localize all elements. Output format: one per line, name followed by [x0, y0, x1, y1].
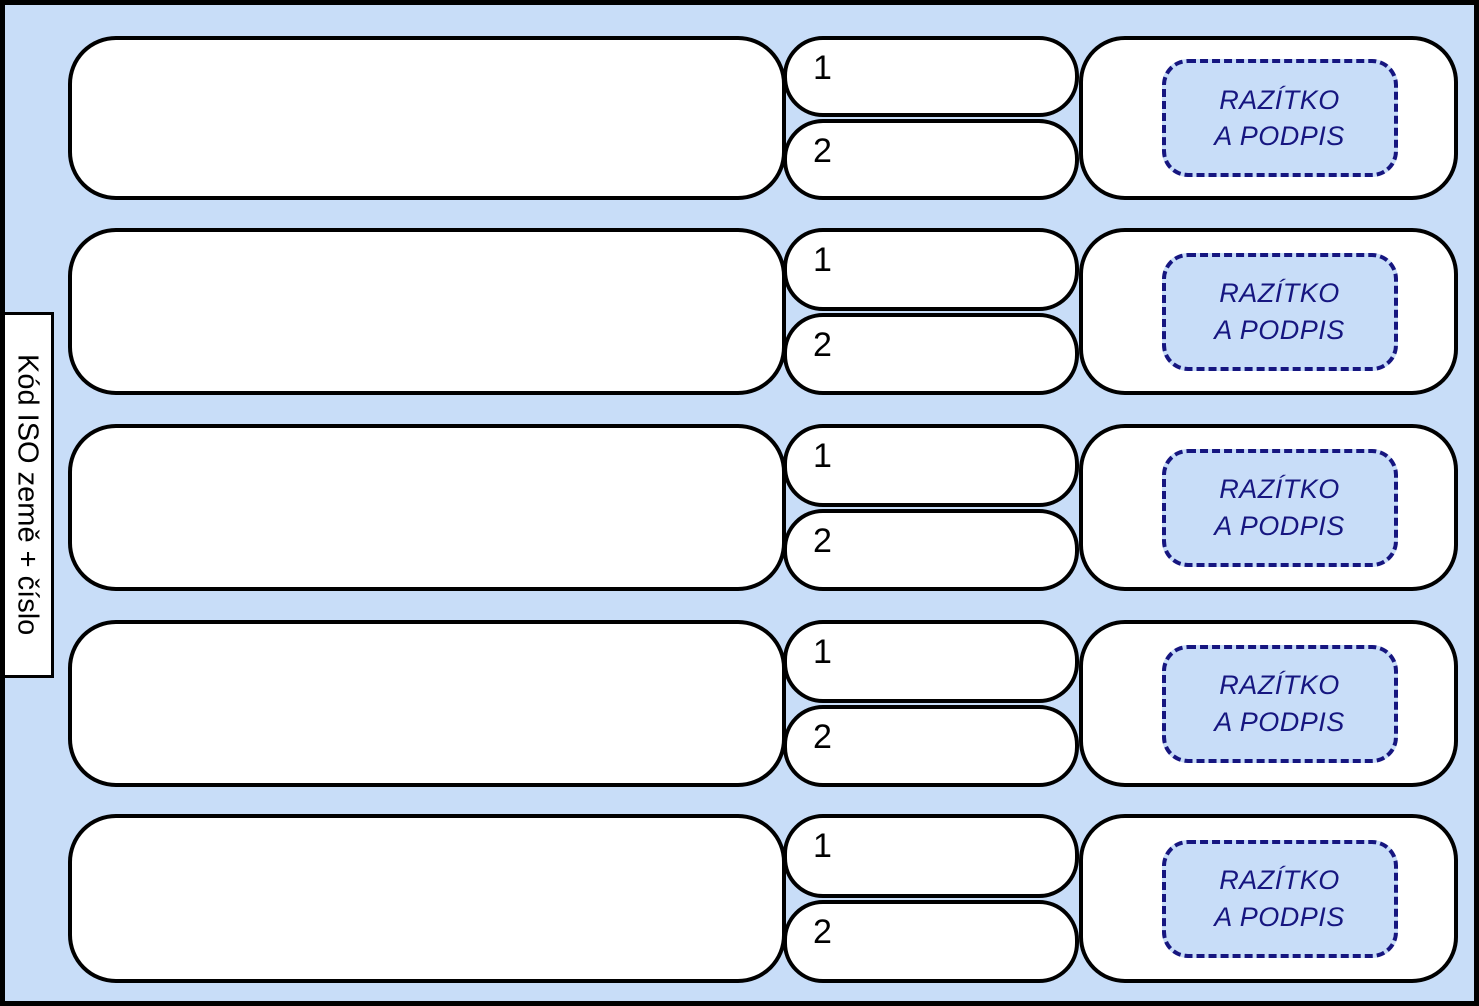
entry-field-2: 2: [783, 704, 1079, 787]
numbered-fields-column: 1 2: [783, 228, 1079, 395]
entry-field-2: 2: [783, 312, 1079, 395]
numbered-fields-column: 1 2: [783, 424, 1079, 591]
main-entry-field: [68, 424, 786, 591]
numbered-fields-column: 1 2: [783, 814, 1079, 983]
field-number-label: 2: [813, 912, 832, 951]
stamp-signature-box: RAZÍTKO A PODPIS: [1161, 644, 1398, 763]
stamp-signature-box: RAZÍTKO A PODPIS: [1161, 448, 1398, 567]
main-entry-field: [68, 36, 786, 200]
stamp-text-line2: A PODPIS: [1214, 510, 1345, 541]
stamp-cell: RAZÍTKO A PODPIS: [1079, 228, 1458, 395]
stamp-text-line1: RAZÍTKO: [1219, 670, 1340, 701]
entry-field-1: 1: [783, 814, 1079, 898]
entry-field-1: 1: [783, 424, 1079, 507]
numbered-fields-column: 1 2: [783, 620, 1079, 787]
stamp-text-line1: RAZÍTKO: [1219, 278, 1340, 309]
stamp-cell: RAZÍTKO A PODPIS: [1079, 620, 1458, 787]
form-row: 1 2 RAZÍTKO A PODPIS: [68, 620, 1458, 787]
entry-field-2: 2: [783, 899, 1079, 983]
stamp-text-line2: A PODPIS: [1214, 121, 1345, 151]
entry-field-2: 2: [783, 508, 1079, 591]
field-number-label: 1: [813, 827, 832, 865]
field-number-label: 1: [813, 49, 832, 87]
form-row: 1 2 RAZÍTKO A PODPIS: [68, 424, 1458, 591]
stamp-cell: RAZÍTKO A PODPIS: [1079, 814, 1458, 983]
entry-field-1: 1: [783, 620, 1079, 703]
stamp-signature-box: RAZÍTKO A PODPIS: [1161, 252, 1398, 371]
stamp-cell: RAZÍTKO A PODPIS: [1079, 36, 1458, 200]
form-row: 1 2 RAZÍTKO A PODPIS: [68, 814, 1458, 983]
entry-field-1: 1: [783, 228, 1079, 311]
stamp-text-line1: RAZÍTKO: [1219, 84, 1340, 115]
field-number-label: 2: [813, 521, 832, 560]
entry-field-1: 1: [783, 36, 1079, 117]
stamp-text-line2: A PODPIS: [1214, 706, 1345, 737]
stamp-text-line2: A PODPIS: [1214, 314, 1345, 345]
field-number-label: 2: [813, 325, 832, 364]
stamp-text-line2: A PODPIS: [1214, 901, 1345, 932]
form-row: 1 2 RAZÍTKO A PODPIS: [68, 36, 1458, 200]
numbered-fields-column: 1 2: [783, 36, 1079, 200]
field-number-label: 2: [813, 132, 832, 170]
main-entry-field: [68, 620, 786, 787]
main-entry-field: [68, 814, 786, 983]
iso-code-side-label: Kód ISO země + číslo: [5, 312, 54, 678]
stamp-text-line1: RAZÍTKO: [1219, 865, 1340, 896]
stamp-cell: RAZÍTKO A PODPIS: [1079, 424, 1458, 591]
stamp-text-line1: RAZÍTKO: [1219, 474, 1340, 505]
stamp-signature-box: RAZÍTKO A PODPIS: [1161, 839, 1398, 958]
form-row: 1 2 RAZÍTKO A PODPIS: [68, 228, 1458, 395]
stamp-signature-box: RAZÍTKO A PODPIS: [1161, 59, 1398, 177]
entry-field-2: 2: [783, 119, 1079, 200]
iso-code-side-label-text: Kód ISO země + číslo: [11, 354, 44, 636]
field-number-label: 1: [813, 633, 832, 671]
field-number-label: 1: [813, 437, 832, 475]
field-number-label: 2: [813, 717, 832, 756]
main-entry-field: [68, 228, 786, 395]
field-number-label: 1: [813, 241, 832, 279]
